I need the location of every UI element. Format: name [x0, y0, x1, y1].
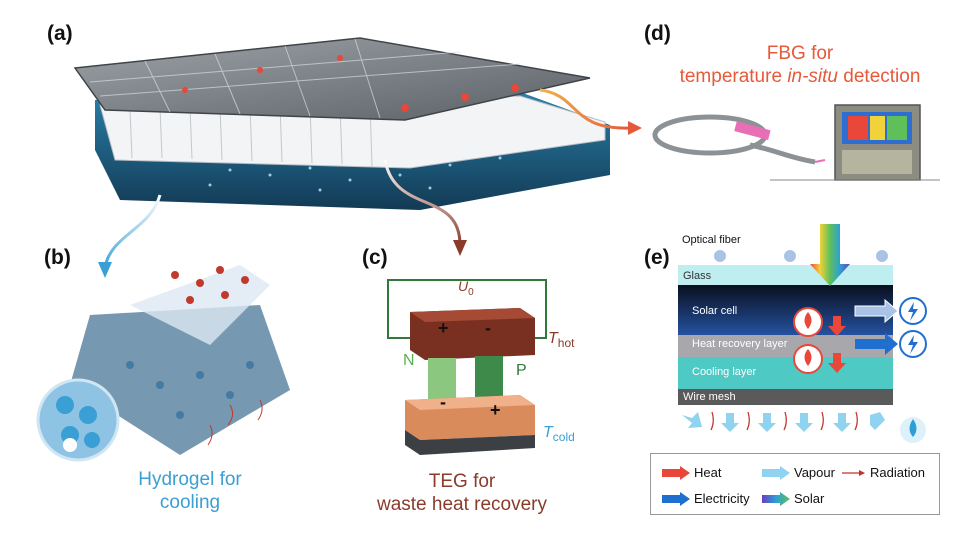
teg-p-label: P	[516, 362, 527, 379]
teg-minus-bottom: -	[440, 392, 446, 412]
legend-vapour-swatch	[762, 466, 790, 480]
legend-heat-swatch	[662, 466, 690, 480]
teg-thot-sub: hot	[557, 336, 575, 351]
legend-radiation-label: Radiation	[870, 465, 925, 480]
heat-recovery-label: Heat recovery layer	[692, 338, 788, 350]
legend-box	[650, 453, 940, 515]
teg-illustration	[387, 279, 547, 455]
teg-plus-bottom: +	[490, 400, 501, 420]
teg-caption: TEG for waste heat recovery	[352, 470, 572, 516]
arrow-to-hydrogel	[103, 194, 162, 269]
fbg-caption-em: in-situ	[787, 66, 838, 87]
teg-tcold-main: T	[543, 424, 553, 441]
hydrogel-caption: Hydrogel for cooling	[110, 468, 270, 514]
radiation-lines	[710, 411, 858, 431]
legend-radiation-swatch	[842, 470, 865, 476]
solar-cell-label: Solar cell	[692, 305, 738, 317]
panel-label-a: (a)	[47, 22, 73, 45]
teg-tcold-label: Tcold	[543, 424, 575, 444]
hydrogel-illustration	[36, 265, 290, 462]
heat-arrow-down-2	[828, 353, 846, 373]
teg-u0-sub: 0	[468, 286, 474, 298]
panel-label-b: (b)	[44, 246, 71, 269]
hydrogel-zoom-circle	[36, 378, 120, 462]
fbg-caption-post: detection	[838, 66, 921, 87]
hydrogel-caption-line1: Hydrogel for	[138, 469, 242, 490]
panel-label-c: (c)	[362, 246, 388, 269]
legend-heat-label: Heat	[694, 465, 722, 480]
solar-panel	[73, 37, 591, 121]
panel-label-e: (e)	[644, 246, 670, 269]
solar-arrow	[810, 224, 850, 286]
teg-thot-main: T	[548, 330, 558, 347]
layer-diagram-overlay	[682, 224, 927, 443]
electricity-arrow-1	[854, 298, 899, 324]
teg-caption-line2: waste heat recovery	[376, 494, 548, 515]
heat-recovery-layer	[678, 335, 893, 357]
teg-tcold-sub: cold	[552, 430, 575, 445]
legend-solar-swatch	[762, 492, 790, 506]
fbg-caption-line1: FBG for	[766, 43, 834, 64]
arrow-to-teg	[383, 159, 462, 246]
teg-plus-top: +	[438, 318, 449, 338]
heat-arrow-down-1	[828, 316, 846, 336]
cooling-label: Cooling layer	[692, 366, 757, 378]
legend-electricity-swatch	[662, 492, 690, 506]
teg-caption-line1: TEG for	[428, 471, 496, 492]
fbg-caption: FBG for temperature in-situ detection	[655, 42, 945, 88]
teg-u0-label: U0	[458, 278, 474, 298]
optical-fiber-label: Optical fiber	[682, 234, 741, 246]
teg-thot-label: Thot	[548, 330, 574, 350]
fbg-caption-line2: temperature in-situ detection	[655, 65, 945, 88]
legend-vapour-label: Vapour	[794, 465, 835, 480]
hydrogel-caption-line2: cooling	[159, 492, 221, 513]
panel-label-d: (d)	[644, 22, 671, 45]
teg-u0-main: U	[458, 278, 469, 294]
glass-label: Glass	[683, 270, 712, 282]
fbg-illustration	[652, 104, 940, 181]
arrow-to-fbg	[539, 88, 631, 130]
teg-n-label: N	[403, 352, 415, 369]
wire-mesh-label: Wire mesh	[683, 391, 736, 403]
electricity-arrow-2	[855, 333, 898, 355]
fbg-caption-pre: temperature	[679, 66, 788, 87]
wire-mesh-layer	[678, 389, 893, 405]
legend-electricity-label: Electricity	[694, 491, 750, 506]
teg-minus-top: -	[485, 318, 491, 338]
vapour-arrows	[682, 412, 885, 432]
legend-solar-label: Solar	[794, 491, 825, 506]
cooling-layer	[678, 357, 893, 389]
